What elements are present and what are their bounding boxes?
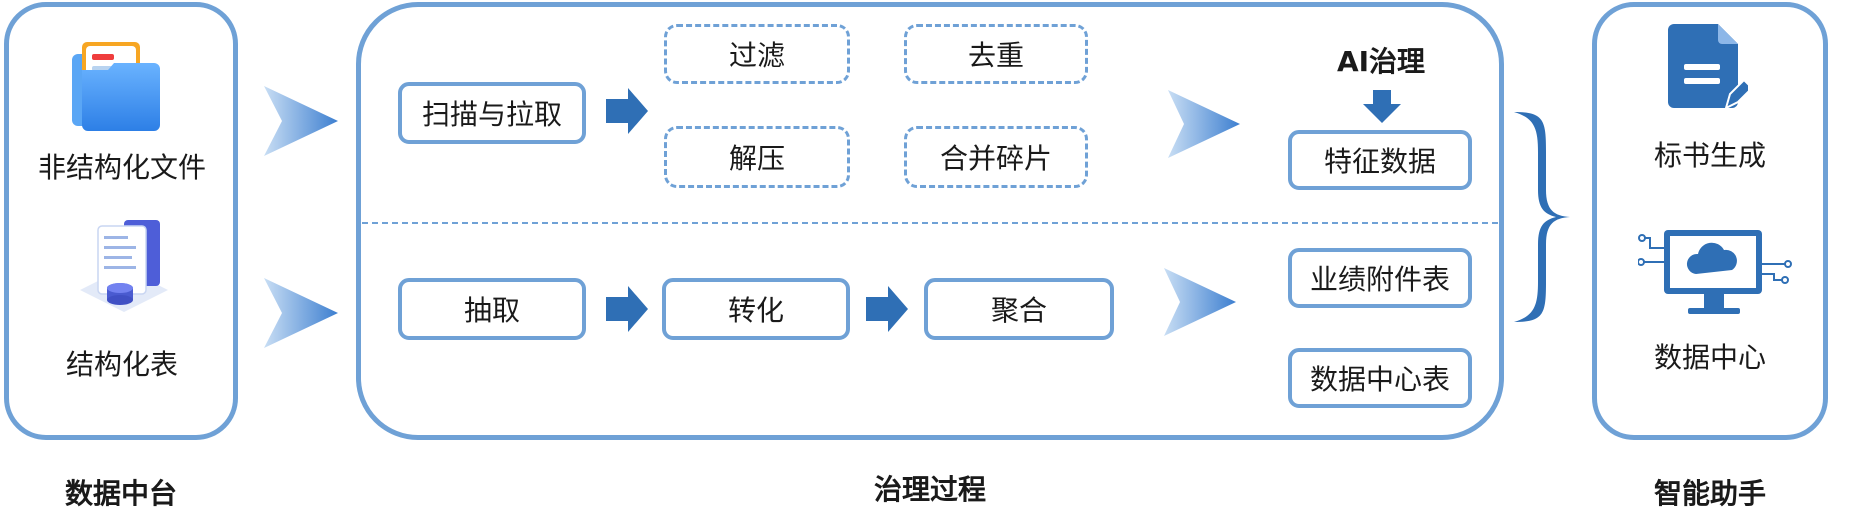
cloud-monitor-icon <box>1638 230 1792 314</box>
merge-fragments-node: 合并碎片 <box>904 126 1088 188</box>
data-platform-title: 数据中台 <box>64 477 177 510</box>
assistant-panel <box>1592 2 1828 440</box>
bid-generation-label: 标书生成 <box>1653 139 1766 172</box>
folder-document-icon <box>72 42 160 131</box>
governance-title: 治理过程 <box>873 473 986 506</box>
arrow-down-icon <box>1363 90 1401 123</box>
scan-pull-node: 扫描与拉取 <box>398 82 586 144</box>
arrow-right-icon <box>606 88 648 134</box>
dedupe-node: 去重 <box>904 24 1088 84</box>
flow-chevron-mid-top <box>1168 90 1240 158</box>
assistant-title: 智能助手 <box>1653 477 1766 510</box>
extract-node: 抽取 <box>398 278 586 340</box>
row-divider <box>362 222 1498 224</box>
data-center-label: 数据中心 <box>1653 341 1766 374</box>
flow-chevron-bottom <box>264 278 338 348</box>
curly-brace-icon <box>1514 112 1570 322</box>
document-edit-icon <box>1668 24 1748 110</box>
database-table-icon <box>80 220 168 312</box>
arrow-right-icon <box>606 286 648 332</box>
flow-chevron-mid-bottom <box>1164 268 1236 336</box>
flow-chevron-top <box>264 86 338 156</box>
structured-table-label: 结构化表 <box>65 348 178 381</box>
unstructured-files-label: 非结构化文件 <box>37 151 206 184</box>
data-center-table-node: 数据中心表 <box>1288 348 1472 408</box>
ai-governance-label: AI治理 <box>1336 45 1426 78</box>
transform-node: 转化 <box>662 278 850 340</box>
feature-data-node: 特征数据 <box>1288 130 1472 190</box>
filter-node: 过滤 <box>664 24 850 84</box>
decompress-node: 解压 <box>664 126 850 188</box>
performance-attachment-table-node: 业绩附件表 <box>1288 248 1472 308</box>
arrow-right-icon <box>866 286 908 332</box>
aggregate-node: 聚合 <box>924 278 1114 340</box>
